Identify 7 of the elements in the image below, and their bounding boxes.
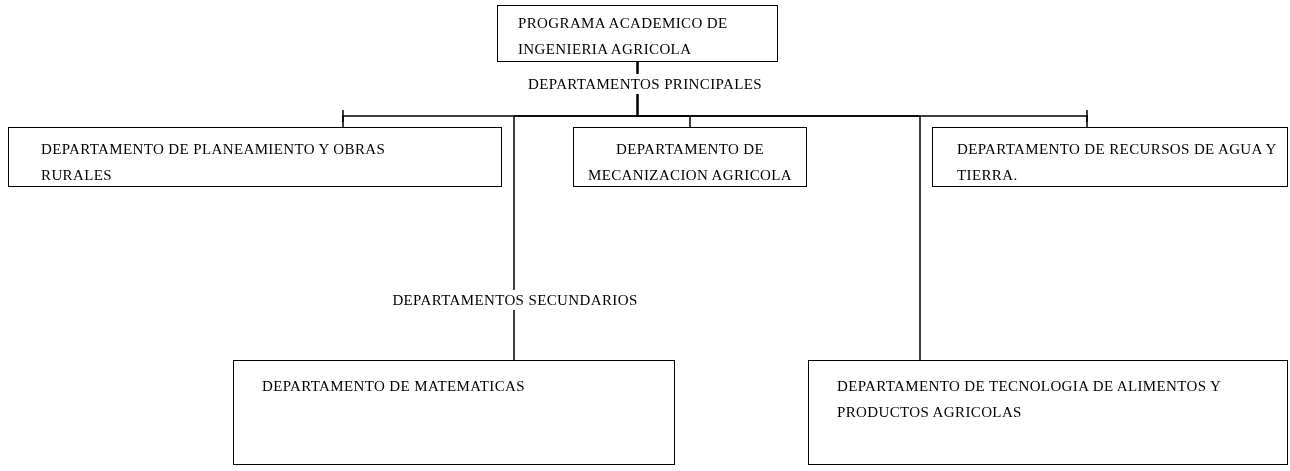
connector-line [636,61,921,361]
department-box: DEPARTAMENTO DE MECANIZACION AGRICOLA [573,127,807,187]
department-box: DEPARTAMENTO DE RECURSOS DE AGUA Y TIERRA. [932,127,1288,187]
department-box: DEPARTAMENTO DE MATEMATICAS [233,360,675,465]
department-box: DEPARTAMENTO DE TECNOLOGIA DE ALIMENTOS Y PRODUCTOS AGRICOLAS [808,360,1288,465]
department-box: DEPARTAMENTO DE PLANEAMIENTO Y OBRAS RURALES [8,127,502,187]
department-box: PROGRAMA ACADEMICO DE INGENIERIA AGRICOLA [497,5,778,62]
